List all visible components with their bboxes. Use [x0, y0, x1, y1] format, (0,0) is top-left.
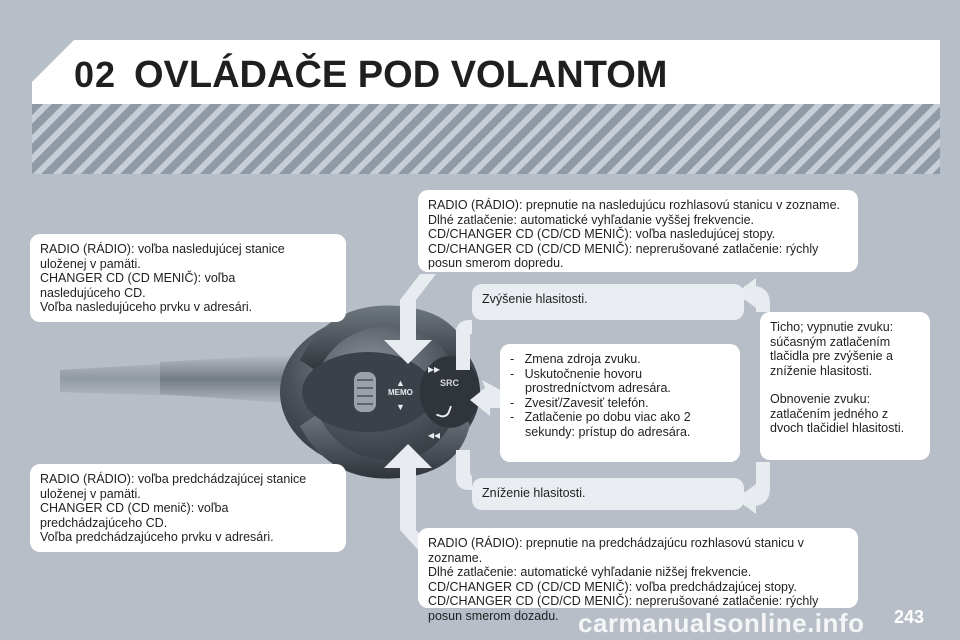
- callout-line: RADIO (RÁDIO): voľba predchádzajúcej sta…: [40, 472, 307, 486]
- callout-line: RADIO (RÁDIO): prepnutie na nasledujúcu …: [428, 198, 840, 212]
- unmute-text: Obnovenie zvuku: zatlačením jedného z dv…: [770, 392, 905, 435]
- page-title: OVLÁDAČE POD VOLANTOM: [134, 54, 668, 96]
- header-stripes: [32, 104, 940, 174]
- callout-line: RADIO (RÁDIO): prepnutie na predchádzajú…: [428, 536, 804, 565]
- callout-line: CD/CHANGER CD (CD/CD MENIČ): voľba predc…: [428, 579, 797, 594]
- callout-line: uloženej v pamäti.: [40, 256, 141, 271]
- callout-line: Dlhé zatlačenie: automatické vyhľadanie …: [428, 565, 752, 579]
- callout-line: CD/CHANGER CD (CD/CD MENIČ): neprerušova…: [428, 241, 819, 256]
- callout-line: predchádzajúceho CD.: [40, 515, 168, 530]
- page-number: 243: [893, 607, 924, 627]
- callout-line: posun smerom dozadu.: [428, 608, 559, 623]
- src-label: SRC: [440, 378, 460, 388]
- callout-line: Zníženie hlasitosti.: [482, 486, 586, 500]
- watermark: carmanualsonline.info: [578, 608, 865, 638]
- callout-previous-station: RADIO (RÁDIO): prepnutie na predchádzajú…: [418, 528, 858, 623]
- callout-line: Voľba nasledujúceho prvku v adresári.: [40, 300, 253, 314]
- callout-line: CD/CHANGER CD (CD/CD MENIČ): voľba nasle…: [428, 227, 776, 241]
- callout-line: CHANGER CD (CD menič): voľba: [40, 501, 229, 515]
- callout-previous-preset: RADIO (RÁDIO): voľba predchádzajúcej sta…: [30, 464, 346, 552]
- callout-line: Zvýšenie hlasitosti.: [482, 292, 588, 306]
- callout-line: Voľba predchádzajúceho prvku v adresári.: [40, 530, 274, 544]
- list-item: Zatlačenie po dobu viac ako 2 sekundy: p…: [510, 410, 730, 439]
- callout-line: Dlhé zatlačenie: automatické vyhľadanie …: [428, 212, 755, 227]
- callout-line: uloženej v pamäti.: [40, 486, 141, 501]
- callout-volume-up: Zvýšenie hlasitosti.: [472, 284, 744, 320]
- callout-mute: Ticho; vypnutie zvuku: súčasným zatlačen…: [760, 312, 930, 460]
- callout-next-station: RADIO (RÁDIO): prepnutie na nasledujúcu …: [418, 190, 858, 272]
- callout-volume-down: Zníženie hlasitosti.: [472, 478, 744, 510]
- next-track-icon: ▸▸: [428, 362, 441, 376]
- previous-track-icon: ◂◂: [428, 428, 441, 442]
- source-function-list: Zmena zdroja zvuku. Uskutočnenie hovoru …: [510, 352, 730, 439]
- list-item: Zvesiť/Zavesiť telefón.: [510, 396, 730, 411]
- memo-up-icon: ▲: [396, 378, 405, 388]
- chapter-number: 02: [74, 54, 117, 95]
- memo-down-icon: ▼: [396, 402, 405, 412]
- callout-line: nasledujúceho CD.: [40, 285, 146, 300]
- callout-line: posun smerom dopredu.: [428, 256, 564, 270]
- list-item: Zmena zdroja zvuku.: [510, 352, 730, 367]
- callout-source-phone: Zmena zdroja zvuku. Uskutočnenie hovoru …: [500, 344, 740, 462]
- callout-next-preset: RADIO (RÁDIO): voľba nasledujúcej stanic…: [30, 234, 346, 322]
- list-item: Uskutočnenie hovoru prostredníctvom adre…: [510, 367, 730, 396]
- callout-line: CD/CHANGER CD (CD/CD MENIČ): neprerušova…: [428, 594, 819, 608]
- memo-label: MEMO: [388, 388, 413, 397]
- callout-line: CHANGER CD (CD MENIČ): voľba: [40, 271, 236, 285]
- mute-text: Ticho; vypnutie zvuku: súčasným zatlačen…: [770, 320, 894, 378]
- callout-line: RADIO (RÁDIO): voľba nasledujúcej stanic…: [40, 242, 285, 256]
